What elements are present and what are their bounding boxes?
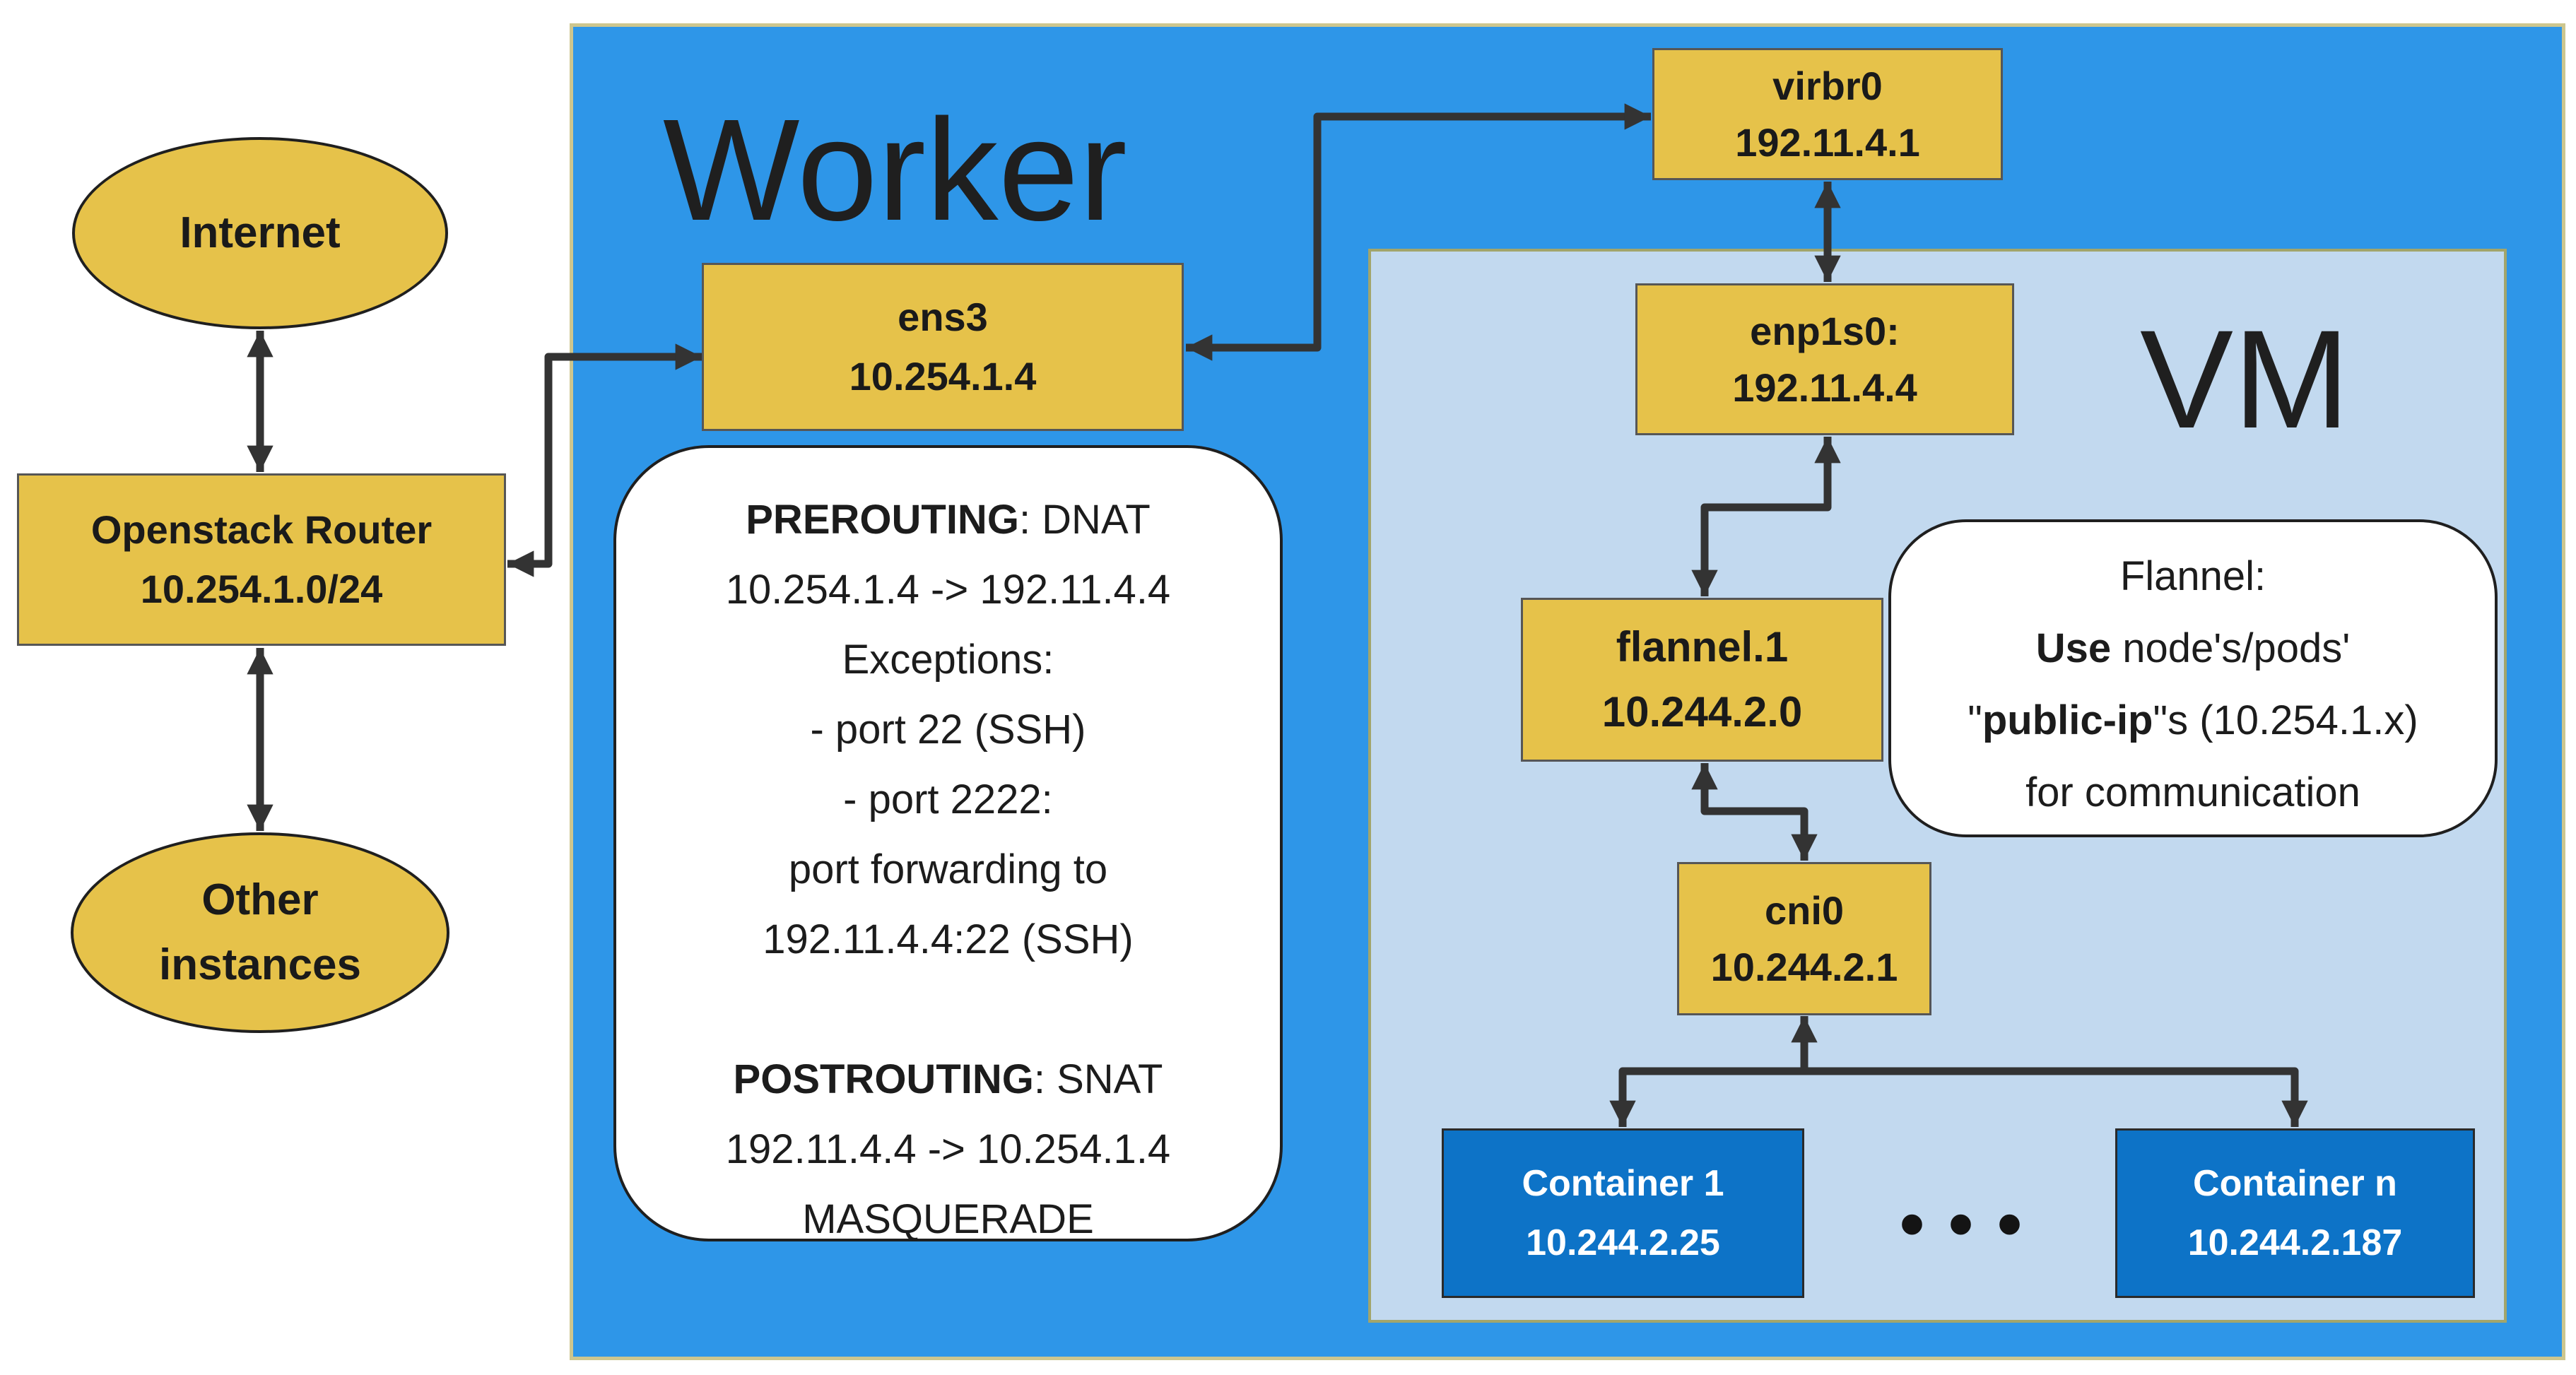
cni0-node: cni0 10.244.2.1 bbox=[1677, 862, 1931, 1015]
note-line: 192.11.4.4 -> 10.254.1.4 bbox=[725, 1126, 1171, 1172]
cni0-name: cni0 bbox=[1764, 887, 1845, 933]
nat-rules-note: PREROUTING: DNAT 10.254.1.4 -> 192.11.4.4… bbox=[613, 445, 1283, 1242]
enp1s0-ip: 192.11.4.4 bbox=[1732, 365, 1917, 410]
other-instances-node: Other instances bbox=[71, 832, 449, 1033]
note-line: for communication bbox=[2025, 769, 2360, 815]
container-n-name: Container n bbox=[2193, 1163, 2397, 1204]
container-n-node: Container n 10.244.2.187 bbox=[2115, 1128, 2475, 1298]
note-line: 10.254.1.4 -> 192.11.4.4 bbox=[725, 567, 1171, 613]
ens3-name: ens3 bbox=[898, 295, 988, 339]
vm-zone-title: VM bbox=[2140, 301, 2350, 457]
virbr0-node: virbr0 192.11.4.1 bbox=[1652, 48, 2003, 180]
note-line: Exceptions: bbox=[842, 637, 1054, 683]
ens3-ip: 10.254.1.4 bbox=[849, 354, 1037, 399]
internet-label: Internet bbox=[180, 208, 341, 257]
note-line: POSTROUTING: SNAT bbox=[733, 1056, 1163, 1102]
note-line: Use node's/pods' bbox=[2035, 625, 2351, 671]
flannel-note: Flannel: Use node's/pods' "public-ip"s (10… bbox=[1888, 519, 2498, 837]
note-line: - port 2222: bbox=[843, 777, 1053, 822]
router-cidr: 10.254.1.0/24 bbox=[140, 567, 383, 611]
note-line: "public-ip"s (10.254.1.x) bbox=[1968, 697, 2418, 743]
virbr0-name: virbr0 bbox=[1772, 63, 1883, 108]
note-line: 192.11.4.4:22 (SSH) bbox=[763, 916, 1134, 962]
openstack-router-node: Openstack Router 10.254.1.0/24 bbox=[17, 473, 506, 646]
enp1s0-name: enp1s0: bbox=[1750, 308, 1900, 353]
note-line: Flannel: bbox=[2119, 553, 2266, 599]
ens3-node: ens3 10.254.1.4 bbox=[702, 263, 1184, 431]
container1-node: Container 1 10.244.2.25 bbox=[1442, 1128, 1804, 1298]
other-instances-line2: instances bbox=[158, 940, 362, 989]
container-n-ip: 10.244.2.187 bbox=[2187, 1222, 2403, 1263]
note-line: port forwarding to bbox=[788, 846, 1108, 892]
ellipsis-dots: ••• bbox=[1900, 1184, 2047, 1263]
container1-ip: 10.244.2.25 bbox=[1526, 1222, 1720, 1263]
enp1s0-node: enp1s0: 192.11.4.4 bbox=[1635, 283, 2014, 435]
router-name: Openstack Router bbox=[90, 507, 433, 552]
container1-name: Container 1 bbox=[1522, 1163, 1724, 1204]
flannel1-ip: 10.244.2.0 bbox=[1601, 688, 1803, 736]
cni0-ip: 10.244.2.1 bbox=[1710, 944, 1898, 989]
note-line: MASQUERADE bbox=[802, 1196, 1094, 1242]
flannel1-name: flannel.1 bbox=[1616, 623, 1789, 671]
note-line: PREROUTING: DNAT bbox=[746, 497, 1151, 543]
internet-node: Internet bbox=[72, 137, 448, 329]
flannel1-node: flannel.1 10.244.2.0 bbox=[1521, 598, 1883, 762]
virbr0-ip: 192.11.4.1 bbox=[1735, 119, 1920, 165]
other-instances-line1: Other bbox=[201, 875, 319, 924]
worker-zone-title: Worker bbox=[663, 89, 1127, 251]
note-line: - port 22 (SSH) bbox=[810, 707, 1086, 753]
